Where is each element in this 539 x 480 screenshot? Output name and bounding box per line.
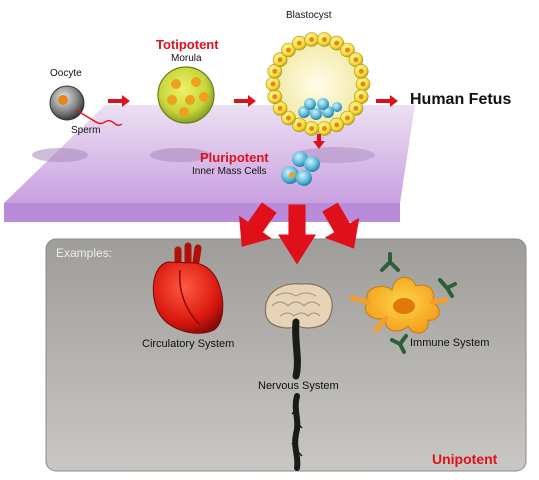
morula-icon [157,66,215,124]
blastocyst-cell-nucleus [353,105,359,111]
sperm-label: Sperm [71,125,101,136]
inner-mass-cells-label: Inner Mass Cells [192,166,267,177]
blastocyst-cell-nucleus [353,57,359,63]
blastocyst-cell-nucleus [309,126,315,131]
blastocyst-label: Blastocyst [286,10,332,21]
blastocyst-cell-nucleus [358,94,364,100]
blastocyst-cell-nucleus [309,37,315,42]
blastocyst-cell-nucleus [360,81,366,87]
sperm-icon [75,109,123,126]
blastocyst-icon [265,32,371,136]
blastocyst-cell-nucleus [296,122,302,128]
oocyte-label: Oocyte [50,68,82,79]
blastocyst-cell-nucleus [345,115,350,121]
blastocyst-cell-nucleus [277,105,283,111]
blastocyst-cell-nucleus [272,94,278,100]
arrow-icon [108,95,130,107]
blastocyst-cell-nucleus [272,68,278,74]
antibody-icon [390,334,408,354]
blastocyst-cell-nucleus [321,126,327,131]
examples-panel [45,238,527,472]
arrow-icon [234,95,256,107]
immune-system-label: Immune System [410,337,490,349]
blastocyst-cell-nucleus [334,40,340,46]
human-fetus-label: Human Fetus [410,91,512,108]
nervous-system-label: Nervous System [258,380,339,392]
blastocyst-cell-nucleus [277,57,283,63]
unipotent-label: Unipotent [432,451,498,467]
blastocyst-cell-nucleus [321,37,327,42]
antibody-icon [438,278,457,298]
arrow-icon [376,95,398,107]
blastocyst-cell-nucleus [296,40,302,46]
blastocyst-cell-nucleus [286,47,291,53]
oocyte-icon [49,85,85,121]
inner-mass-cells-icon [281,151,320,186]
antibody-icon [380,252,400,272]
pluripotent-label: Pluripotent [200,150,269,165]
totipotent-label: Totipotent [156,37,219,52]
blastocyst-cell-nucleus [270,81,276,87]
heart-icon [152,242,224,334]
circulatory-system-label: Circulatory System [142,338,235,350]
brain-spinal-cord-icon [264,283,333,471]
immune-cell-icon [349,276,449,334]
blastocyst-cell-nucleus [345,47,350,53]
blastocyst-cell-nucleus [358,68,364,74]
blastocyst-cell-nucleus [286,115,291,121]
examples-label: Examples: [56,246,113,260]
arrow-icon [313,134,325,149]
morula-label: Morula [171,53,202,64]
blastocyst-cell-nucleus [334,122,340,128]
